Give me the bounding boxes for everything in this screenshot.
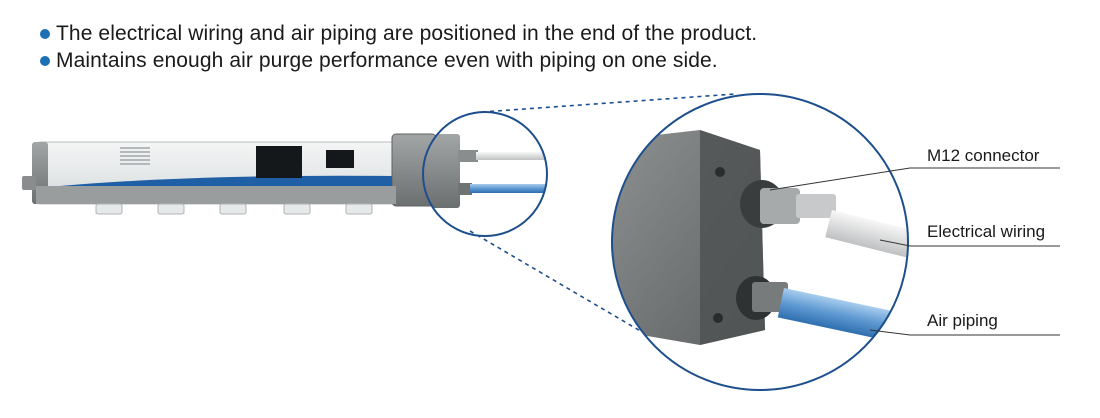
feature-item: The electrical wiring and air piping are… [40, 20, 757, 47]
bullet-dot [40, 56, 50, 66]
m12-connector-label: M12 connector [927, 146, 1040, 165]
electrical-wiring-label: Electrical wiring [927, 222, 1046, 241]
feature-list: The electrical wiring and air piping are… [40, 20, 757, 74]
feature-item: Maintains enough air purge performance e… [40, 47, 757, 74]
bullet-dot [40, 29, 50, 39]
ionizer-bar [22, 133, 437, 215]
air-piping-label: Air piping [927, 311, 998, 330]
zoomed-end-detail [611, 93, 909, 391]
end-detail-inset [422, 111, 548, 237]
zoom-connector-lines [469, 93, 736, 367]
callout-leaders [769, 167, 1060, 336]
feature-text: The electrical wiring and air piping are… [56, 22, 758, 45]
feature-text: Maintains enough air purge performance e… [56, 49, 718, 72]
